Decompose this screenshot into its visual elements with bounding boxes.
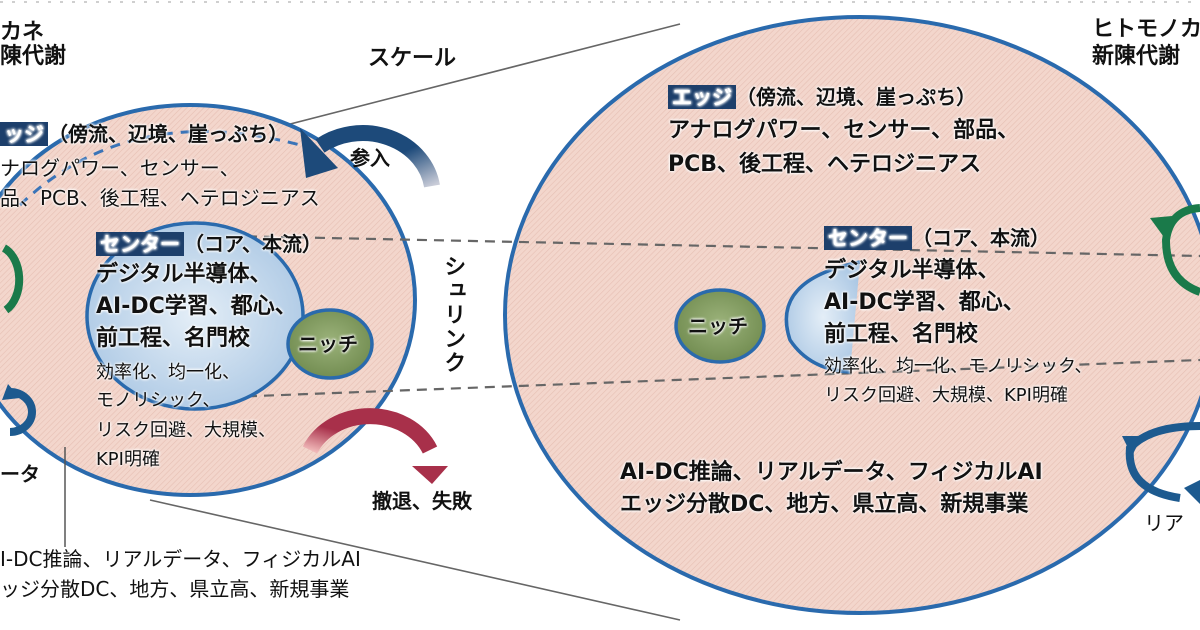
left-edge-dashed-arc xyxy=(18,130,301,207)
right-bottom-line2: エッジ分散DC、地方、県立高、新規事業 xyxy=(620,492,1029,517)
left-niche-ellipse xyxy=(286,308,374,380)
right-edge-heading: エッジ（傍流、辺境、崖っぷち） xyxy=(668,85,977,109)
exit-label: 撤退、失敗 xyxy=(372,489,472,513)
left-center-bold-3: 前工程、名門校 xyxy=(96,326,251,351)
scale-guide-bottom xyxy=(149,499,681,621)
shrink-label: シュリンク xyxy=(440,255,466,375)
left-bottom-line2: ッジ分散DC、地方、県立高、新規事業 xyxy=(0,577,350,601)
right-edge-paren: （傍流、辺境、崖っぷち） xyxy=(736,85,977,109)
left-data-label: ータ xyxy=(0,462,40,486)
right-blue-cycle-arrowhead-top xyxy=(1122,436,1142,456)
left-center-line-4: KPI明確 xyxy=(96,449,160,470)
right-header-line1: ヒトモノカ xyxy=(1092,17,1200,42)
left-edge-tag: ッジ xyxy=(0,122,48,146)
right-blue-cycle-arrowhead-bottom xyxy=(1184,480,1200,504)
left-center-bold-1: デジタル半導体、 xyxy=(96,262,272,287)
left-center-tag: センター xyxy=(96,232,184,256)
exit-arrow-head xyxy=(412,466,448,484)
left-edge-line2: 品、PCB、後工程、ヘテロジニアス xyxy=(0,186,320,210)
left-niche-label: ニッチ xyxy=(298,332,358,356)
left-green-cycle xyxy=(1,244,24,314)
right-niche-ellipse xyxy=(674,288,766,364)
left-center-heading: センター（コア、本流） xyxy=(96,232,322,256)
enter-arrow-head xyxy=(300,128,338,178)
right-niche-label: ニッチ xyxy=(688,314,748,338)
right-edge-tag: エッジ xyxy=(668,85,736,109)
center-guide-top xyxy=(229,234,1200,258)
exit-arrow-arc xyxy=(302,408,438,454)
right-green-cycle-arrowhead xyxy=(1150,216,1172,240)
left-center-line-3: リスク回避、大規模、 xyxy=(96,420,276,441)
right-header-line2: 新陳代謝 xyxy=(1092,44,1181,69)
right-data-label: リア xyxy=(1144,511,1184,535)
left-header-line1: カネ xyxy=(0,20,45,45)
right-center-tag: センター xyxy=(824,226,912,250)
scale-label: スケール xyxy=(368,46,457,71)
left-center-line-1: 効率化、均一化、 xyxy=(96,362,240,383)
right-center-paren: （コア、本流） xyxy=(912,226,1050,250)
right-center-line-1: 効率化、均一化、モノリシック、 xyxy=(824,356,1093,377)
right-center-bold-2: AI-DC学習、都心、 xyxy=(824,290,1025,315)
left-edge-paren: （傍流、辺境、崖っぷち） xyxy=(48,122,289,146)
left-center-line-2: モノリシック、 xyxy=(96,390,221,411)
left-edge-line1: ナログパワー、センサー、 xyxy=(0,156,240,180)
right-center-heading: センター（コア、本流） xyxy=(824,226,1050,250)
right-center-bold-3: 前工程、名門校 xyxy=(824,322,979,347)
left-header-line2: 陳代謝 xyxy=(0,44,67,69)
left-bottom-line1: I-DC推論、リアルデータ、フィジカルAI xyxy=(0,547,361,571)
enter-label: 参入 xyxy=(350,146,390,170)
enter-arrow-arc xyxy=(315,125,440,188)
left-center-paren: （コア、本流） xyxy=(184,232,322,256)
left-center-bold-2: AI-DC学習、都心、 xyxy=(96,294,297,319)
right-green-cycle xyxy=(1161,204,1200,296)
left-edge-heading: ッジ（傍流、辺境、崖っぷち） xyxy=(0,122,289,146)
right-edge-line1: アナログパワー、センサー、部品、 xyxy=(668,118,1020,143)
right-bottom-line1: AI-DC推論、リアルデータ、フィジカルAI xyxy=(620,460,1043,485)
right-edge-line2: PCB、後工程、ヘテロジニアス xyxy=(668,152,982,177)
left-blue-cycle xyxy=(9,388,36,436)
left-blue-cycle-arrowhead xyxy=(2,384,20,400)
center-guide-bottom xyxy=(229,358,1200,399)
right-center-ellipse xyxy=(784,260,861,374)
right-center-bold-1: デジタル半導体、 xyxy=(824,258,1000,283)
right-center-line-2: リスク回避、大規模、KPI明確 xyxy=(824,385,1068,406)
